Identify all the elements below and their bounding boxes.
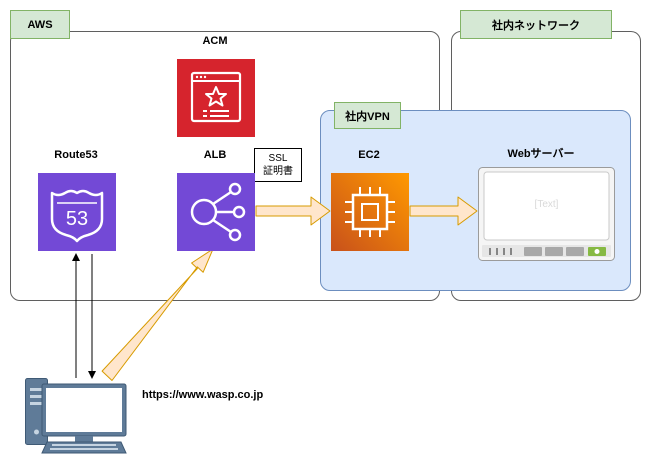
ssl-certificate-note: SSL 証明書 bbox=[254, 148, 302, 182]
alb-to-ec2-arrow bbox=[255, 196, 331, 226]
alb-icon[interactable] bbox=[177, 173, 255, 251]
acm-label: ACM bbox=[202, 35, 228, 47]
ec2-label: EC2 bbox=[358, 149, 380, 161]
vpn-tag: 社内VPN bbox=[334, 102, 401, 129]
webserver-icon[interactable]: [Text] bbox=[478, 167, 615, 261]
client-to-alb-arrow bbox=[101, 248, 214, 381]
ec2-to-webserver-arrow bbox=[409, 196, 478, 226]
webserver-label: Webサーバー bbox=[507, 148, 575, 160]
route53-label: Route53 bbox=[54, 149, 98, 161]
ssl-line2: 証明書 bbox=[263, 166, 293, 177]
route53-badge-number: 53 bbox=[66, 208, 88, 230]
alb-label: ALB bbox=[203, 149, 227, 161]
ssl-line1: SSL bbox=[268, 153, 288, 164]
intranet-tag: 社内ネットワーク bbox=[460, 10, 612, 39]
client-url[interactable]: https://www.wasp.co.jp bbox=[142, 389, 264, 401]
route53-icon[interactable]: 53 bbox=[38, 173, 116, 251]
acm-icon bbox=[177, 59, 255, 137]
aws-tag: AWS bbox=[10, 10, 70, 39]
webserver-screen-text: [Text] bbox=[534, 199, 559, 210]
client-pc-icon[interactable] bbox=[25, 378, 127, 454]
ec2-icon[interactable] bbox=[331, 173, 409, 251]
